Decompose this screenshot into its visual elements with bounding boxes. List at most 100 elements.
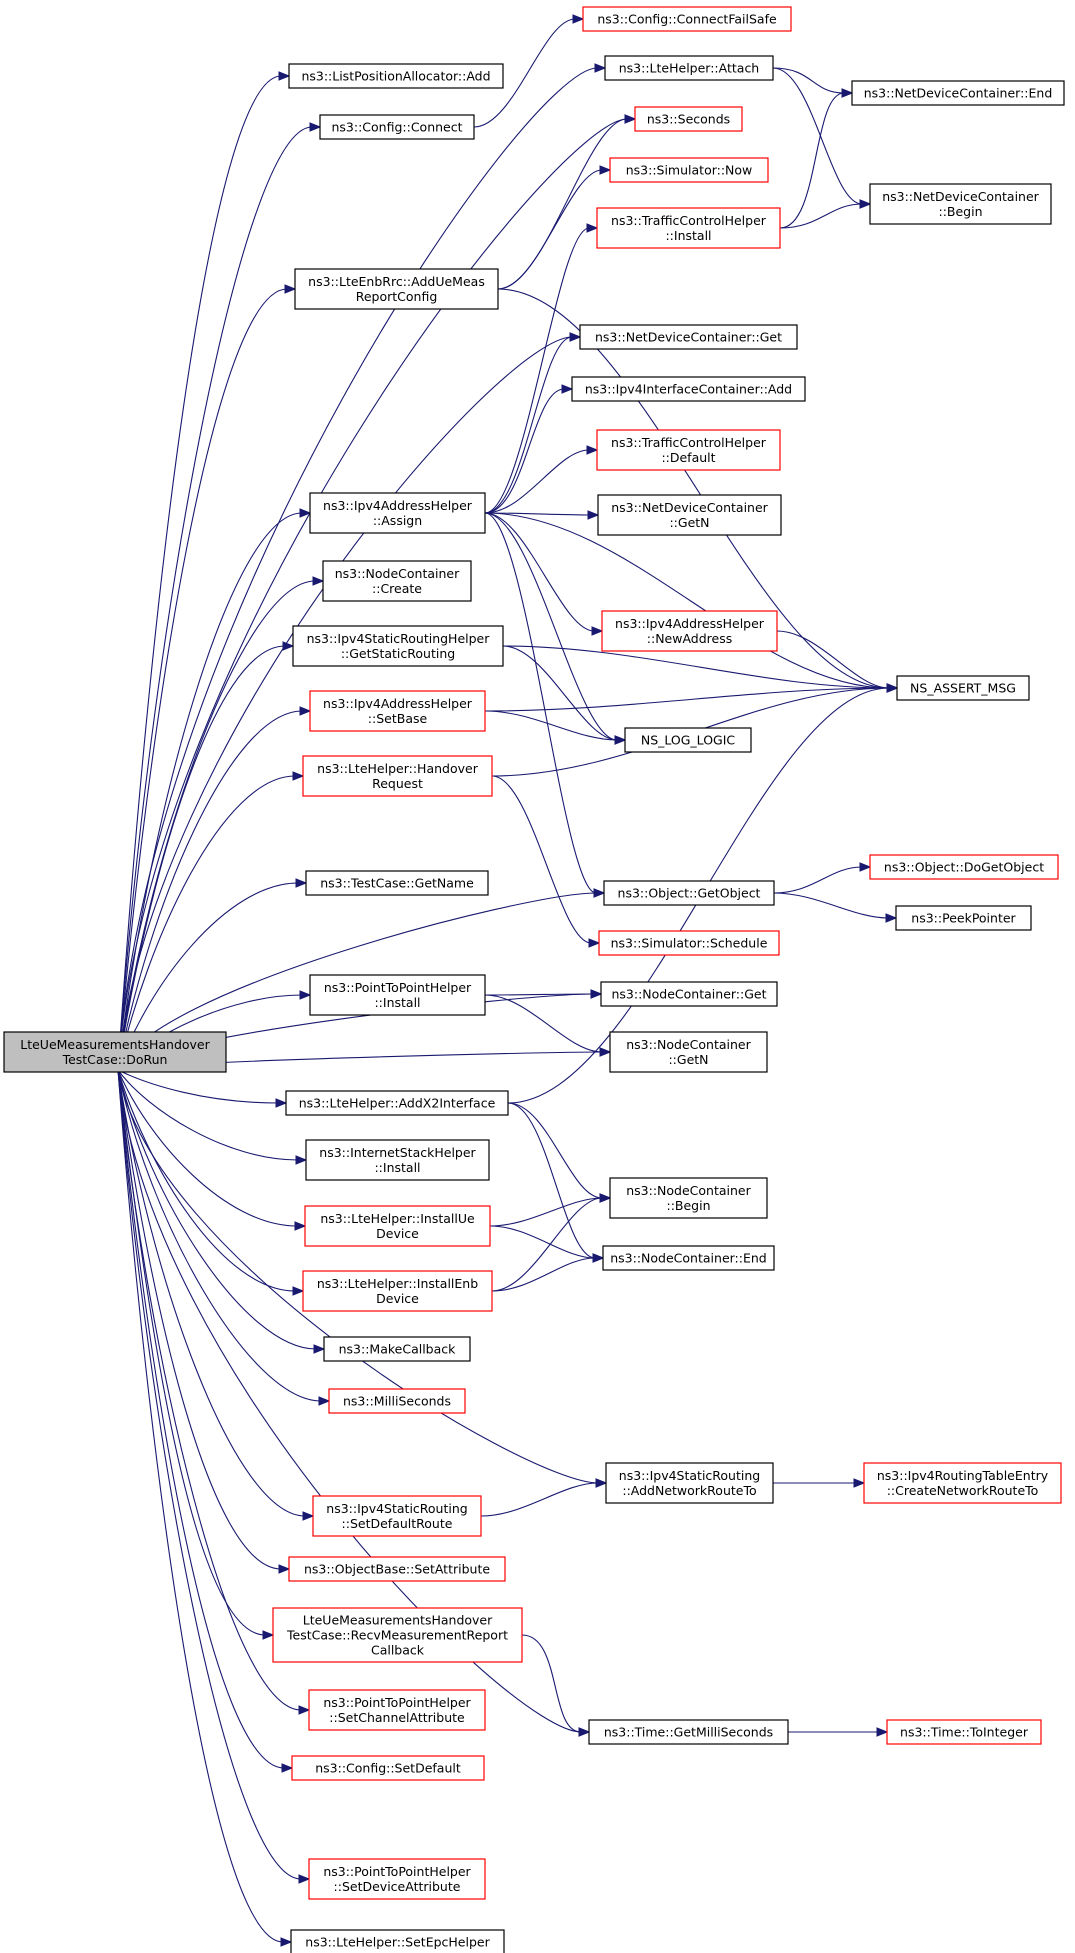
node-box: [272, 1607, 523, 1663]
node-box: [328, 1388, 466, 1414]
function-nodes: LteUeMeasurementsHandoverTestCase::DoRun…: [3, 6, 1065, 1953]
function-node-objectbase-setattr[interactable]: ns3::ObjectBase::SetAttribute: [288, 1556, 506, 1582]
function-node-nc-begin[interactable]: ns3::NodeContainer::Begin: [609, 1177, 768, 1219]
arrowhead: [298, 1705, 311, 1715]
function-node-ltehelper-attach[interactable]: ns3::LteHelper::Attach: [604, 55, 774, 81]
arrowhead: [292, 1286, 305, 1296]
function-node-p2ph-setdevattr[interactable]: ns3::PointToPointHelper::SetDeviceAttrib…: [308, 1858, 486, 1900]
call-edge: [773, 862, 872, 894]
node-label: ns3::Time::GetMilliSeconds: [604, 1725, 773, 1740]
function-node-ns-log-logic[interactable]: NS_LOG_LOGIC: [624, 727, 752, 753]
node-label: ns3::PointToPointHelper: [323, 1695, 471, 1710]
function-node-ish-install[interactable]: ns3::InternetStackHelper::Install: [305, 1139, 490, 1181]
arrowhead: [299, 990, 312, 1000]
call-edge: [484, 710, 627, 745]
call-edge: [484, 510, 600, 520]
call-edge: [489, 1193, 612, 1227]
call-edge: [117, 1069, 311, 1715]
node-label: ns3::Object::DoGetObject: [884, 860, 1044, 875]
node-box: [304, 1205, 491, 1247]
function-node-ipv4sr-addnet[interactable]: ns3::Ipv4StaticRouting::AddNetworkRouteT…: [605, 1462, 774, 1504]
function-node-config-connect[interactable]: ns3::Config::Connect: [319, 114, 475, 140]
arrowhead: [593, 888, 606, 898]
call-edge: [489, 1225, 605, 1263]
function-node-ns-assert[interactable]: NS_ASSERT_MSG: [896, 675, 1030, 701]
function-node-ltehelper-addx2[interactable]: ns3::LteHelper::AddX2Interface: [285, 1090, 509, 1116]
function-node-listpos-add[interactable]: ns3::ListPositionAllocator::Add: [288, 63, 504, 89]
function-node-ndc-end[interactable]: ns3::NetDeviceContainer::End: [851, 80, 1065, 106]
node-label: ns3::Object::GetObject: [618, 886, 761, 901]
function-node-nc-end[interactable]: ns3::NodeContainer::End: [602, 1245, 775, 1271]
function-node-config-connectfs[interactable]: ns3::Config::ConnectFailSafe: [582, 6, 792, 32]
function-node-nc-getn[interactable]: ns3::NodeContainer::GetN: [609, 1031, 768, 1073]
arrowhead: [313, 1344, 326, 1354]
node-box: [294, 268, 499, 310]
arrowhead: [295, 878, 308, 888]
call-edge: [491, 1253, 605, 1292]
function-node-ipv4srh-get[interactable]: ns3::Ipv4StaticRoutingHelper::GetStaticR…: [292, 625, 504, 667]
function-node-config-setdefault[interactable]: ns3::Config::SetDefault: [291, 1755, 485, 1781]
node-label: ns3::PeekPointer: [911, 911, 1016, 926]
function-node-sim-now[interactable]: ns3::Simulator::Now: [609, 157, 769, 183]
node-label: TestCase::RecvMeasurementReport: [286, 1628, 508, 1643]
node-label: ns3::Simulator::Schedule: [611, 936, 768, 951]
node-label: ns3::Config::SetDefault: [315, 1761, 461, 1776]
node-label: ::Begin: [938, 204, 982, 219]
function-node-ipv4rte-create[interactable]: ns3::Ipv4RoutingTableEntry::CreateNetwor…: [863, 1462, 1062, 1504]
call-edge: [117, 1069, 288, 1108]
function-node-ipv4ah-newaddr[interactable]: ns3::Ipv4AddressHelper::NewAddress: [601, 610, 778, 652]
function-node-p2ph-install[interactable]: ns3::PointToPointHelper::Install: [309, 974, 486, 1016]
call-edge: [117, 771, 305, 1071]
function-node-ipv4ic-add[interactable]: ns3::Ipv4InterfaceContainer::Add: [571, 376, 806, 402]
arrowhead: [280, 1937, 293, 1947]
arrowhead: [275, 1098, 288, 1108]
call-edge: [497, 165, 612, 290]
function-node-peekpointer[interactable]: ns3::PeekPointer: [895, 905, 1032, 931]
function-node-p2ph-setchattr[interactable]: ns3::PointToPointHelper::SetChannelAttri…: [308, 1689, 486, 1731]
function-node-ipv4sr-setdefault[interactable]: ns3::Ipv4StaticRouting::SetDefaultRoute: [312, 1495, 482, 1537]
function-node-ltehelper-setepc[interactable]: ns3::LteHelper::SetEpcHelper: [290, 1929, 505, 1953]
function-node-recvmeas-cb[interactable]: LteUeMeasurementsHandoverTestCase::RecvM…: [272, 1607, 523, 1663]
node-label: ns3::LteHelper::InstallEnb: [317, 1276, 478, 1291]
call-edge: [117, 1069, 326, 1354]
function-node-object-dogetobject[interactable]: ns3::Object::DoGetObject: [869, 854, 1059, 880]
arrowhead: [292, 771, 305, 781]
function-node-ipv4ah-setbase[interactable]: ns3::Ipv4AddressHelper::SetBase: [309, 690, 486, 732]
node-label: NS_LOG_LOGIC: [641, 733, 736, 748]
arrowhead: [595, 1478, 608, 1488]
function-node-milliseconds[interactable]: ns3::MilliSeconds: [328, 1388, 466, 1414]
call-edge: [117, 576, 325, 1071]
node-label: ns3::NetDeviceContainer::Get: [595, 330, 782, 345]
call-edge: [473, 14, 585, 128]
function-node-testcase-getname[interactable]: ns3::TestCase::GetName: [305, 870, 489, 896]
function-node-ndc-begin[interactable]: ns3::NetDeviceContainer::Begin: [869, 183, 1052, 225]
function-node-nc-create[interactable]: ns3::NodeContainer::Create: [322, 560, 472, 602]
function-node-time-getms[interactable]: ns3::Time::GetMilliSeconds: [588, 1719, 789, 1745]
arrowhead: [591, 626, 604, 636]
function-node-time-tointeger[interactable]: ns3::Time::ToInteger: [886, 1719, 1042, 1745]
function-node-object-getobject[interactable]: ns3::Object::GetObject: [603, 880, 775, 906]
function-node-ipv4ah-assign[interactable]: ns3::Ipv4AddressHelper::Assign: [309, 492, 486, 534]
node-box: [588, 1719, 789, 1745]
function-node-ndc-getn[interactable]: ns3::NetDeviceContainer::GetN: [597, 494, 782, 536]
function-node-ndc-get[interactable]: ns3::NetDeviceContainer::Get: [579, 324, 798, 350]
function-node-sim-schedule[interactable]: ns3::Simulator::Schedule: [598, 930, 780, 956]
arrowhead: [859, 199, 872, 209]
arrowhead: [302, 1511, 315, 1521]
function-node-tch-default[interactable]: ns3::TrafficControlHelper::Default: [596, 429, 781, 471]
function-node-seconds[interactable]: ns3::Seconds: [634, 106, 743, 132]
node-label: ::GetStaticRouting: [341, 646, 455, 661]
node-box: [309, 974, 486, 1016]
node-box: [285, 1090, 509, 1116]
function-node-makecallback[interactable]: ns3::MakeCallback: [323, 1336, 471, 1362]
function-node-tch-install[interactable]: ns3::TrafficControlHelper::Install: [596, 207, 781, 249]
node-label: ns3::Seconds: [647, 112, 730, 127]
function-node-nc-get[interactable]: ns3::NodeContainer::Get: [600, 981, 778, 1007]
arrowhead: [586, 445, 599, 455]
node-label: Request: [372, 776, 423, 791]
